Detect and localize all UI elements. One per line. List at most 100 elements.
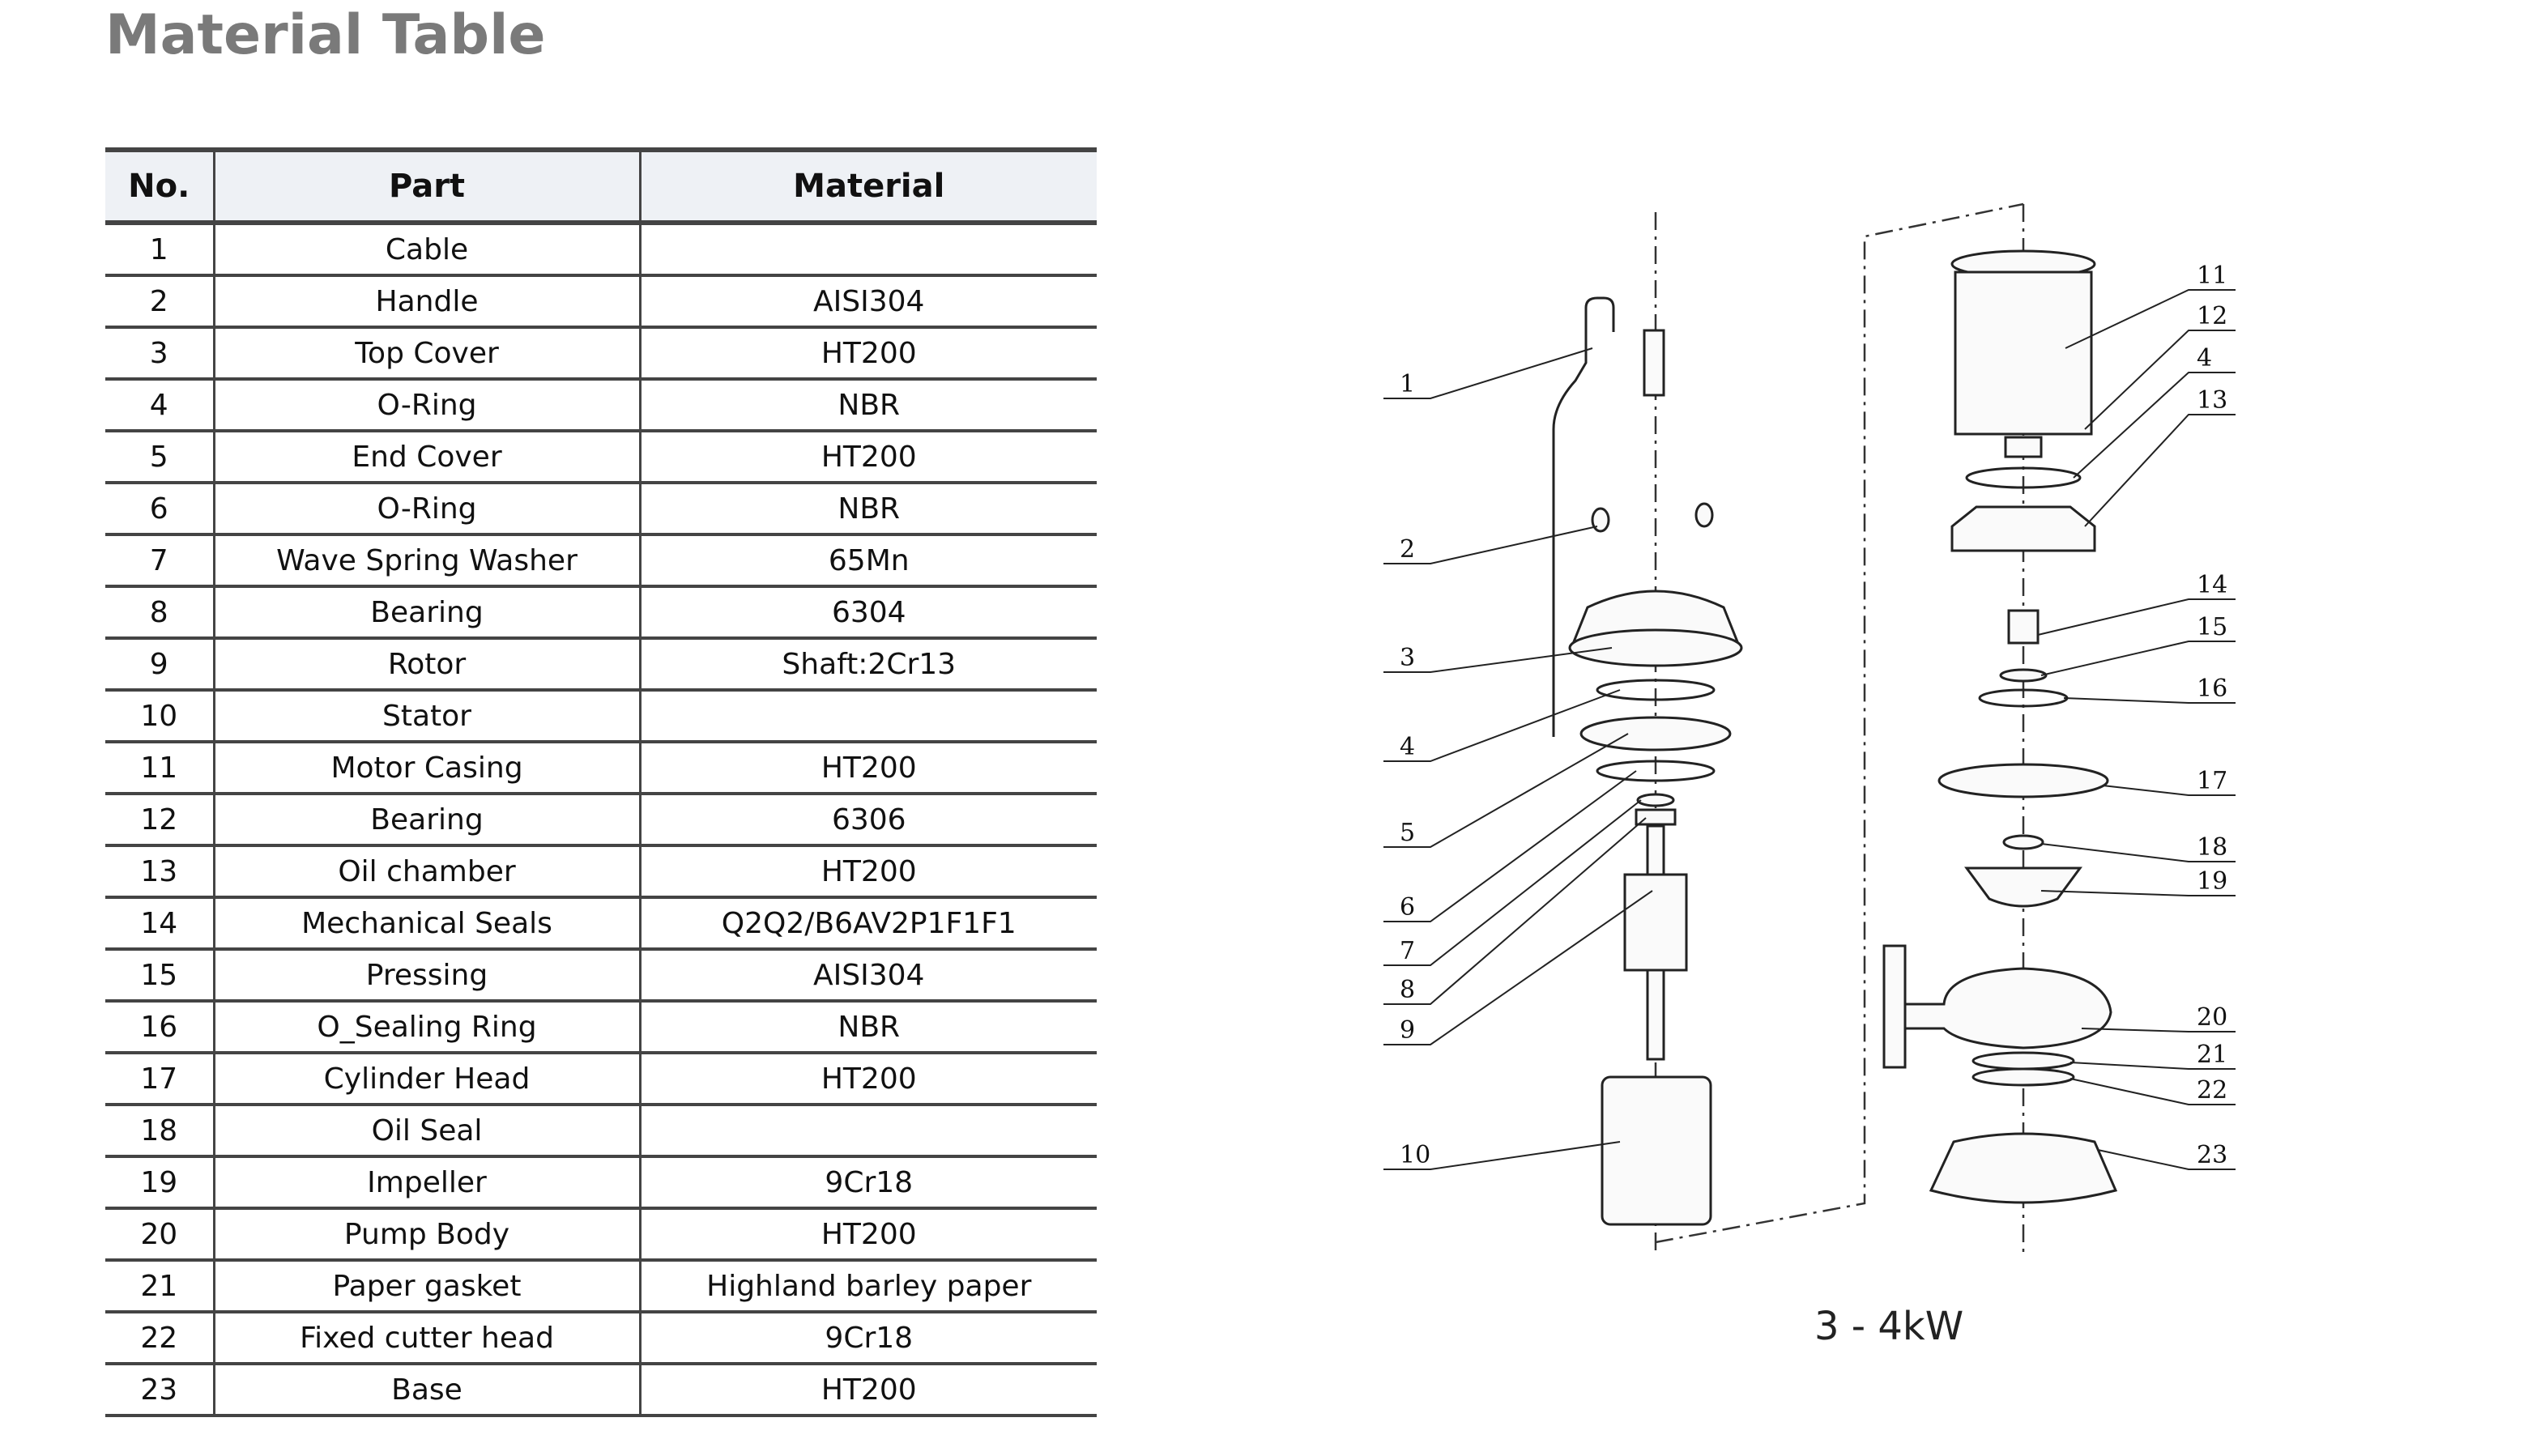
callout-leader-line xyxy=(1383,770,1637,922)
top-cover-flange xyxy=(1568,628,1743,667)
cell-part: Oil Seal xyxy=(212,1105,640,1158)
o-ring-right-part xyxy=(1965,466,2082,489)
cell-material xyxy=(638,1105,1097,1158)
paper-gasket-part xyxy=(1971,1051,2075,1071)
callout-leader-line xyxy=(2084,330,2236,430)
callout-leader-line xyxy=(1383,890,1653,1045)
callout-leader-line xyxy=(1383,347,1593,399)
cell-part: Top Cover xyxy=(212,327,640,381)
callout-label: 4 xyxy=(2197,344,2212,373)
callout-label: 14 xyxy=(2197,571,2227,599)
cell-material: HT200 xyxy=(638,742,1097,795)
callout-leader-line xyxy=(2097,1149,2236,1170)
cell-no: 22 xyxy=(105,1312,214,1365)
callout-leader-line xyxy=(2070,1062,2236,1070)
cell-material: HT200 xyxy=(638,327,1097,381)
callout-leader-line xyxy=(1383,733,1629,848)
cell-material: Highland barley paper xyxy=(638,1260,1097,1313)
callout-leader-line xyxy=(2040,843,2236,862)
cell-part: Cylinder Head xyxy=(212,1053,640,1106)
cell-part: Pump Body xyxy=(212,1208,640,1262)
callout-label: 8 xyxy=(1400,976,1415,1004)
cell-material: 65Mn xyxy=(638,534,1097,588)
cell-no: 12 xyxy=(105,794,214,847)
cell-no: 21 xyxy=(105,1260,214,1313)
cell-no: 7 xyxy=(105,534,214,588)
cell-no: 1 xyxy=(105,223,214,277)
header-part: Part xyxy=(212,147,640,225)
cell-material: Shaft:2Cr13 xyxy=(638,638,1097,692)
callout-label: 9 xyxy=(1400,1016,1415,1045)
callout-label: 1 xyxy=(1400,370,1415,398)
header-material: Material xyxy=(638,147,1097,225)
callout-leader-line xyxy=(2070,1078,2236,1105)
cell-no: 2 xyxy=(105,275,214,329)
callout-leader-line xyxy=(2065,289,2236,349)
cell-material: HT200 xyxy=(638,1364,1097,1417)
callout-label: 15 xyxy=(2197,613,2227,641)
oil-seal-part xyxy=(2002,834,2044,850)
callout-label: 17 xyxy=(2197,767,2227,795)
callout-label: 2 xyxy=(1400,535,1415,564)
callout-leader-line xyxy=(1383,689,1621,762)
cell-no: 15 xyxy=(105,949,214,1003)
callout-leader-line xyxy=(1383,526,1598,564)
callout-leader-line xyxy=(2040,890,2236,896)
cell-part: Base xyxy=(212,1364,640,1417)
end-cover-part xyxy=(1579,716,1732,751)
callout-label: 19 xyxy=(2197,867,2227,896)
cell-part: Cable xyxy=(212,223,640,277)
callout-label: 5 xyxy=(1400,819,1415,847)
cell-no: 8 xyxy=(105,586,214,640)
handle-part-left xyxy=(1591,507,1610,533)
callout-label: 20 xyxy=(2197,1003,2227,1032)
callout-label: 22 xyxy=(2197,1076,2227,1105)
cell-no: 5 xyxy=(105,431,214,484)
mechanical-seal-part xyxy=(2007,609,2040,645)
pressing-part xyxy=(1999,668,2048,683)
o-ring-part-2 xyxy=(1596,760,1716,782)
cell-material: HT200 xyxy=(638,431,1097,484)
cell-no: 19 xyxy=(105,1156,214,1210)
callout-label: 21 xyxy=(2197,1041,2227,1069)
callout-label: 12 xyxy=(2197,302,2227,330)
callout-label: 3 xyxy=(1400,644,1415,672)
cell-part: Rotor xyxy=(212,638,640,692)
bearing-part xyxy=(1635,808,1677,826)
cell-material: 6306 xyxy=(638,794,1097,847)
cell-material: AISI304 xyxy=(638,949,1097,1003)
cell-part: O-Ring xyxy=(212,379,640,432)
cell-material: 9Cr18 xyxy=(638,1156,1097,1210)
callout-leader-line xyxy=(2081,1028,2236,1032)
shaft-top xyxy=(1646,824,1665,876)
cell-part: Pressing xyxy=(212,949,640,1003)
header-no: No. xyxy=(105,147,214,225)
cable-part xyxy=(1552,296,1615,737)
cell-no: 17 xyxy=(105,1053,214,1106)
cell-part: Impeller xyxy=(212,1156,640,1210)
cell-part: Mechanical Seals xyxy=(212,897,640,951)
cell-no: 6 xyxy=(105,483,214,536)
callout-leader-line xyxy=(2084,414,2236,527)
rotor-part xyxy=(1623,873,1688,972)
cell-part: Oil chamber xyxy=(212,845,640,899)
callout-label: 16 xyxy=(2197,675,2227,703)
